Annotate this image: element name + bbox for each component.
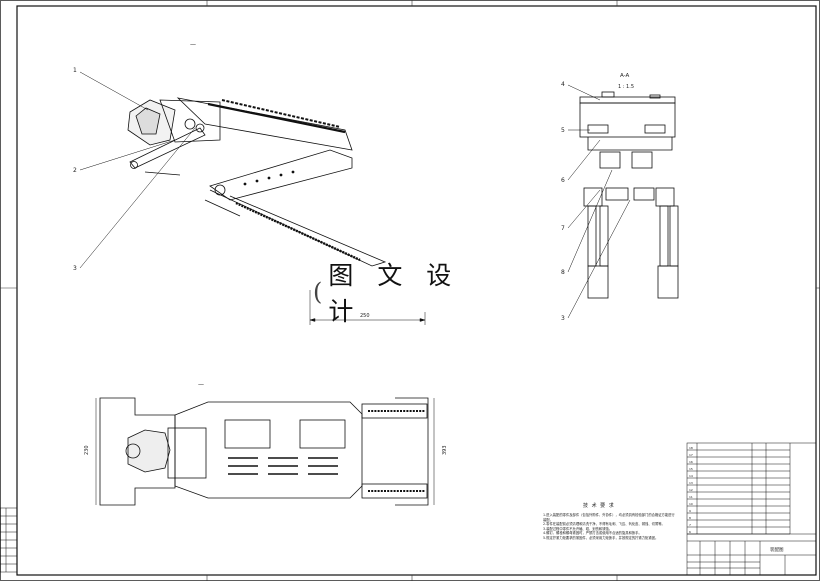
plan-camera-mount bbox=[167, 427, 207, 479]
link-rod bbox=[144, 171, 181, 176]
svg-text:9: 9 bbox=[689, 509, 691, 513]
side-view-labels: 1 2 3 — bbox=[73, 41, 196, 272]
notes-line-1: 1.进入装配的零件及部件（包括外购件、外协件），均必须具有检验部门的合格证方能进… bbox=[543, 513, 675, 522]
plan-module-r bbox=[299, 419, 346, 449]
notes-line-4: 4.螺钉、螺栓和螺母紧固时，严禁打击或使用不合适的旋具和扳手。 bbox=[543, 531, 642, 536]
plan-view bbox=[95, 397, 435, 506]
leg-lower bbox=[209, 189, 387, 267]
callout-1: 1 bbox=[73, 67, 77, 74]
notes-line-5: 5.规定拧紧力矩要求的紧固件，必须采用力矩扳手，并按规定的拧紧力矩紧固。 bbox=[543, 535, 659, 540]
watermark: ( 图 文 设 计 bbox=[313, 261, 493, 326]
svg-text:10: 10 bbox=[689, 502, 693, 506]
callout-5: 5 bbox=[561, 127, 565, 134]
section-foot-l bbox=[587, 265, 609, 299]
section-view-labels: A-A 1 : 1.5 4 5 6 7 8 3 bbox=[561, 73, 634, 322]
svg-text:11: 11 bbox=[689, 495, 693, 499]
callout-7: 7 bbox=[561, 225, 565, 232]
plan-left-bracket bbox=[99, 397, 176, 506]
bom-row-numbers: 18 17 16 15 14 13 12 11 10 9 8 7 6 bbox=[689, 446, 693, 534]
svg-text:17: 17 bbox=[689, 453, 693, 457]
title-block bbox=[686, 442, 817, 576]
joint-1 bbox=[184, 118, 196, 130]
notes-heading: 技 术 要 求 bbox=[583, 503, 615, 509]
svg-text:6: 6 bbox=[689, 530, 691, 534]
side-view bbox=[79, 71, 387, 269]
notes-line-3: 3.装配过程中零件不允许磕、碰、划伤和锈蚀。 bbox=[543, 526, 613, 531]
margin-stamp-table bbox=[0, 507, 18, 573]
section-scale: 1 : 1.5 bbox=[618, 84, 634, 90]
callout-8: 8 bbox=[561, 269, 565, 276]
bom-rows bbox=[687, 449, 790, 535]
svg-text:8: 8 bbox=[689, 516, 691, 520]
svg-text:18: 18 bbox=[689, 446, 693, 450]
notes-line-2: 2.零件在装配前必须清理和清洗干净，不得有毛刺、飞边、氧化皮、锈蚀、切屑等。 bbox=[543, 522, 665, 527]
plan-track-bottom bbox=[361, 483, 428, 499]
dimension-250-label: 250 bbox=[360, 313, 370, 319]
view-marker-top: — bbox=[190, 41, 196, 48]
dimension-230: 230 bbox=[84, 445, 90, 455]
components-row bbox=[221, 99, 341, 128]
section-joint-r bbox=[655, 187, 675, 207]
plan-lens bbox=[125, 443, 141, 459]
callout-3b: 3 bbox=[561, 315, 565, 322]
leg-holes bbox=[243, 170, 295, 186]
inner-border bbox=[16, 5, 817, 576]
plan-module-l bbox=[224, 419, 271, 449]
section-top-part bbox=[601, 91, 615, 98]
section-box bbox=[579, 102, 676, 138]
joint-3 bbox=[130, 161, 138, 169]
plan-right-frame bbox=[395, 397, 429, 506]
chassis-rail bbox=[207, 102, 346, 134]
leg-foot bbox=[204, 199, 241, 217]
joint-4 bbox=[214, 184, 226, 196]
svg-text:16: 16 bbox=[689, 460, 693, 464]
section-motor-r bbox=[631, 151, 653, 169]
joint-2 bbox=[195, 123, 205, 133]
callout-6: 6 bbox=[561, 177, 565, 184]
drawing-name: 装配图 bbox=[770, 546, 784, 553]
section-foot-r bbox=[657, 265, 679, 299]
svg-text:12: 12 bbox=[689, 488, 693, 492]
plan-slots bbox=[228, 457, 338, 475]
callout-2: 2 bbox=[73, 167, 77, 174]
svg-text:15: 15 bbox=[689, 467, 693, 471]
plan-track-top bbox=[361, 403, 428, 419]
watermark-text: 图 文 设 计 bbox=[328, 261, 460, 326]
watermark-paren: ( bbox=[313, 278, 323, 306]
technical-notes: 技 术 要 求 1.进入装配的零件及部件（包括外购件、外协件），均必须具有检验部… bbox=[543, 504, 678, 541]
section-frame bbox=[587, 137, 673, 151]
camera-lens bbox=[135, 107, 161, 135]
section-top-plate bbox=[579, 96, 676, 104]
section-label: A-A bbox=[620, 73, 630, 79]
svg-text:7: 7 bbox=[689, 523, 691, 527]
svg-text:14: 14 bbox=[689, 474, 693, 478]
track-belt bbox=[235, 201, 361, 262]
dimension-393: 393 bbox=[442, 445, 448, 455]
plan-view-labels: 230 393 — bbox=[84, 381, 448, 455]
lower-link bbox=[129, 127, 206, 169]
mount-plate bbox=[159, 99, 221, 143]
upper-chassis bbox=[176, 97, 353, 151]
plan-camera bbox=[127, 429, 171, 473]
section-motor-l bbox=[599, 151, 621, 169]
plan-main-board bbox=[174, 401, 363, 499]
callout-4: 4 bbox=[561, 81, 565, 88]
callout-3: 3 bbox=[73, 265, 77, 272]
svg-text:13: 13 bbox=[689, 481, 693, 485]
view-marker-bottom: — bbox=[198, 381, 204, 388]
section-view bbox=[567, 84, 679, 319]
